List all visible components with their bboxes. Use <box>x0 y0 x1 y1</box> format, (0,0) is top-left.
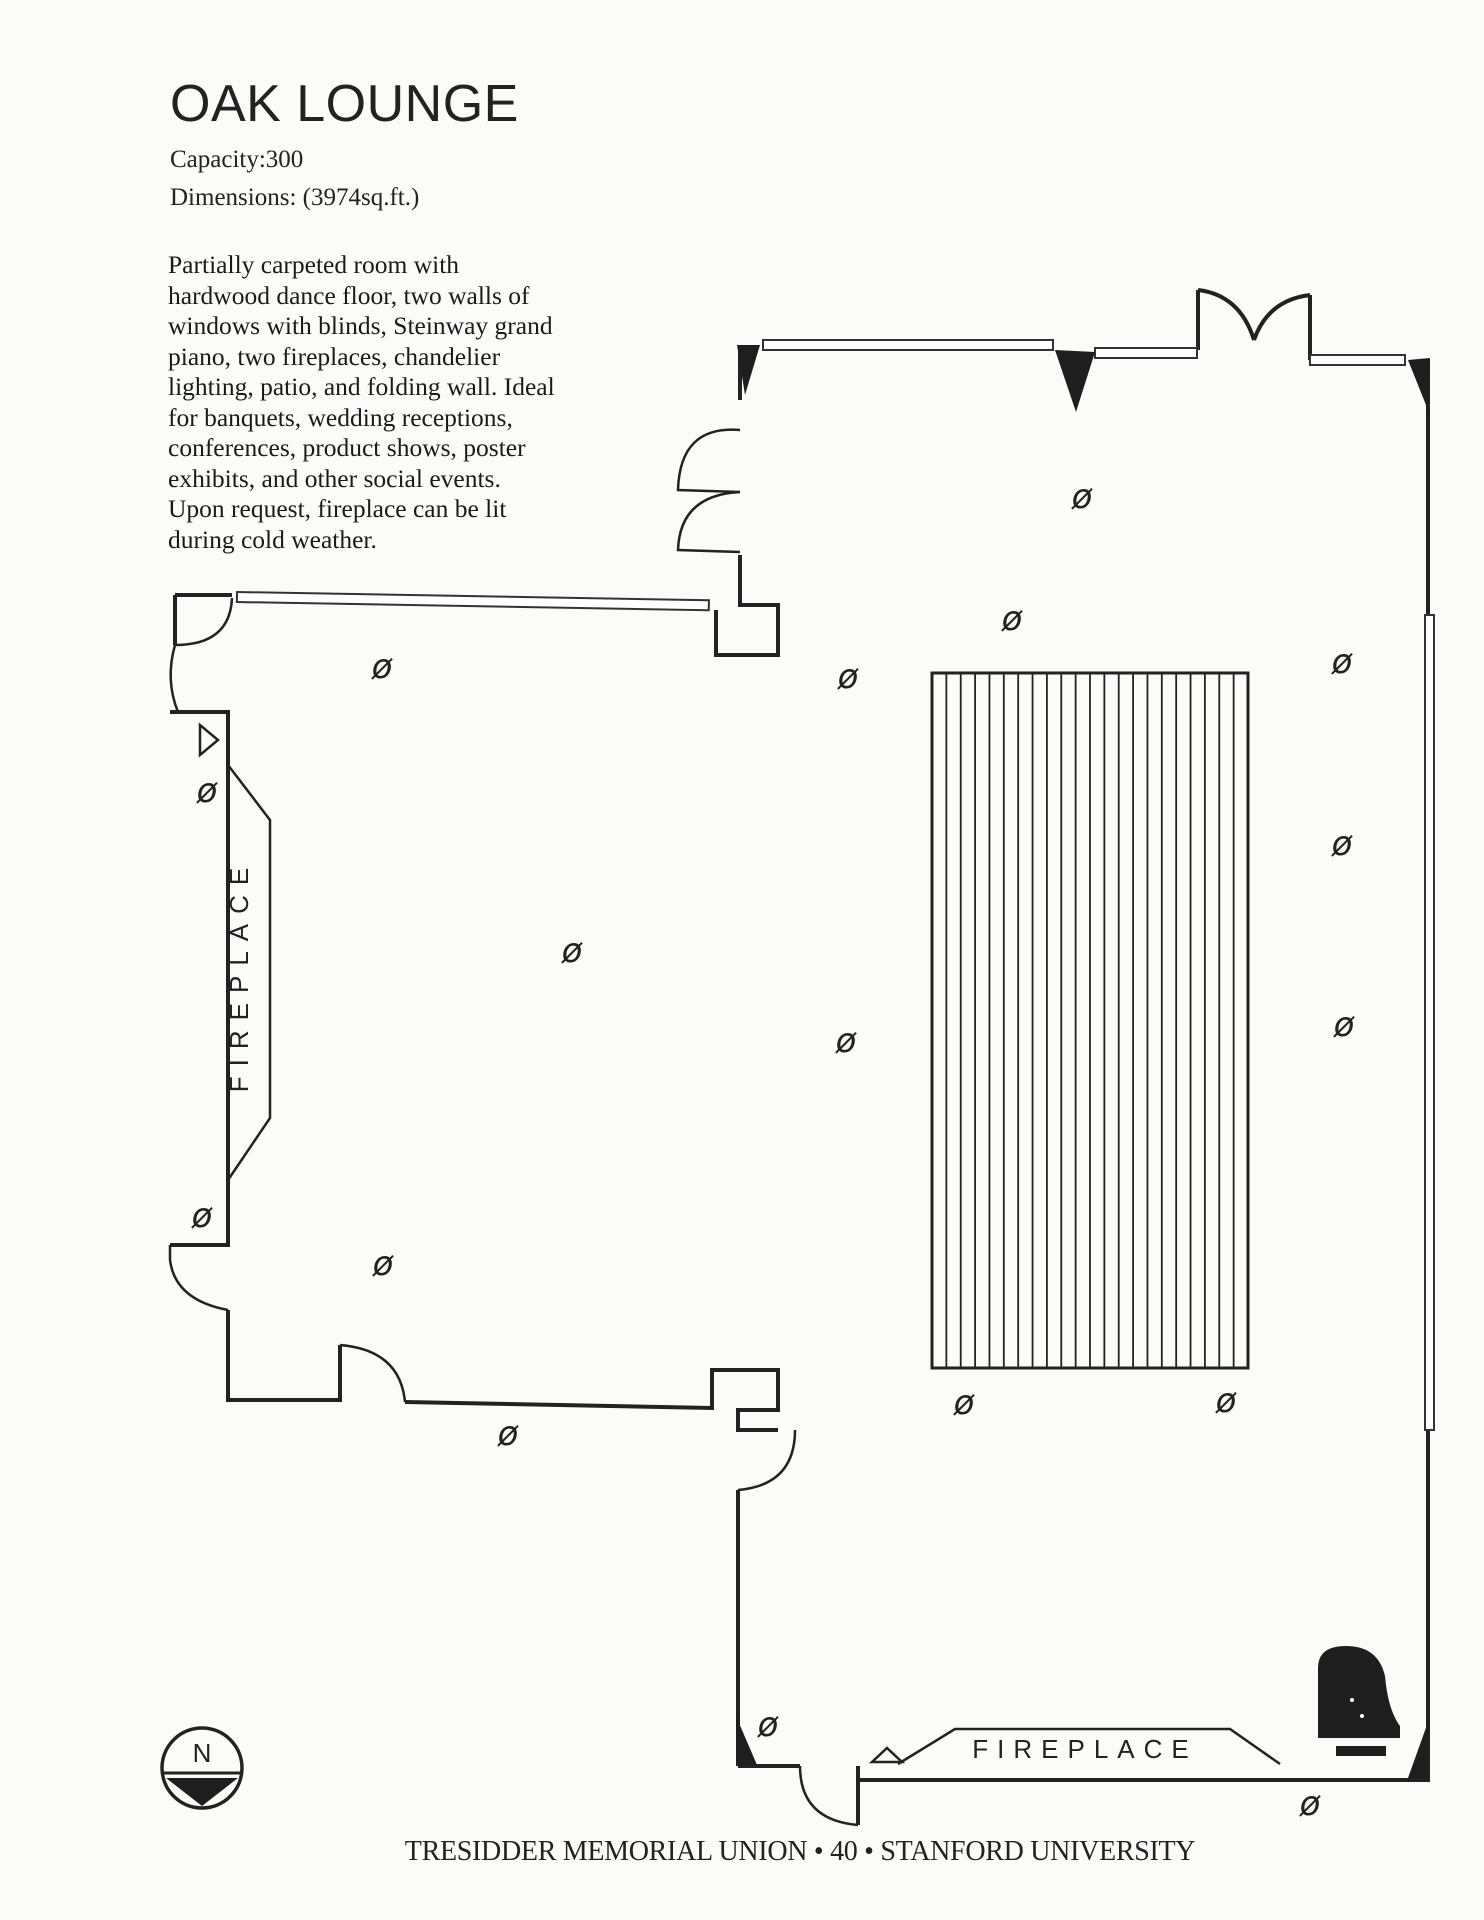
light-fixture-icon: ø <box>1299 1784 1322 1824</box>
room-walls <box>170 288 1430 1825</box>
light-fixture-icon: ø <box>497 1414 520 1454</box>
room-description: Partially carpeted room with hardwood da… <box>168 250 555 554</box>
piano-icon <box>1318 1646 1400 1756</box>
light-fixture-icon: ø <box>1331 642 1354 682</box>
fireplace-south-label: FIREPLACE <box>972 1734 1198 1764</box>
windows <box>235 339 1435 1431</box>
triangle-marker-south <box>868 1746 906 1764</box>
compass-north-label: N <box>193 1738 212 1768</box>
dance-floor <box>930 671 1250 1370</box>
light-fixture-icon: ø <box>372 1244 395 1284</box>
light-fixtures: ø ø ø ø ø ø ø ø ø ø ø ø ø ø ø ø ø <box>191 477 1356 1824</box>
light-fixture-icon: ø <box>1331 824 1354 864</box>
capacity-text: Capacity:300 <box>170 146 304 173</box>
light-fixture-icon: ø <box>1333 1005 1356 1045</box>
light-fixture-icon: ø <box>757 1705 780 1745</box>
light-fixture-icon: ø <box>1001 599 1024 639</box>
page-footer: TRESIDDER MEMORIAL UNION • 40 • STANFORD… <box>404 1836 1196 1867</box>
triangle-marker-west <box>198 722 220 758</box>
fireplace-west: FIREPLACE <box>224 764 272 1181</box>
light-fixture-icon: ø <box>196 771 219 811</box>
page-title: OAK LOUNGE <box>170 75 519 133</box>
light-fixture-icon: ø <box>561 931 584 971</box>
light-fixture-icon: ø <box>1215 1381 1238 1421</box>
dimensions-text: Dimensions: (3974sq.ft.) <box>170 184 420 211</box>
fireplace-south: FIREPLACE <box>897 1727 1281 1766</box>
light-fixture-icon: ø <box>371 647 394 687</box>
light-fixture-icon: ø <box>1071 477 1094 517</box>
light-fixture-icon: ø <box>835 1021 858 1061</box>
wall-corner-fills <box>736 345 1430 1778</box>
light-fixture-icon: ø <box>837 657 860 697</box>
light-fixture-icon: ø <box>953 1383 976 1423</box>
light-fixture-icon: ø <box>191 1196 214 1236</box>
north-compass-icon: N <box>160 1726 244 1810</box>
fireplace-west-label: FIREPLACE <box>224 858 254 1093</box>
doors <box>168 428 859 1827</box>
